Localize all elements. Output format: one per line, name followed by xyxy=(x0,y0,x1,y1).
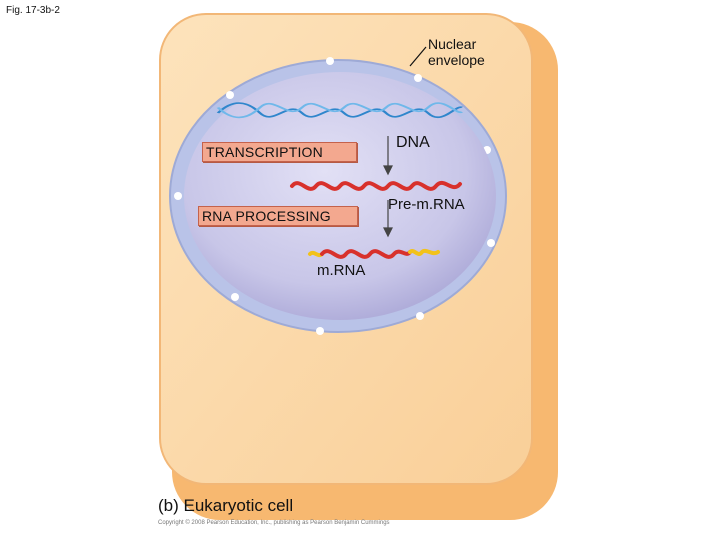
dna-helix xyxy=(216,102,464,119)
pre-mrna-strand xyxy=(290,180,462,191)
pointer-line xyxy=(409,46,427,67)
nuclear-envelope-label-line2: envelope xyxy=(428,52,485,68)
dna-label: DNA xyxy=(396,134,430,151)
nucleoplasm xyxy=(184,72,496,320)
nuclear-pores xyxy=(174,57,495,335)
nuclear-envelope-label: Nuclear envelope xyxy=(428,36,485,68)
pre-mrna-label: Pre-m.RNA xyxy=(388,196,465,213)
rna-processing-step: RNA PROCESSING xyxy=(198,206,358,226)
down-arrow xyxy=(383,200,393,238)
mrna-strand xyxy=(320,249,412,259)
mrna-label: m.RNA xyxy=(317,262,366,279)
down-arrow xyxy=(383,136,393,176)
figure-label: Fig. 17-3b-2 xyxy=(6,5,60,16)
nuclear-envelope-label-line1: Nuclear xyxy=(428,36,477,52)
mrna-tail xyxy=(408,248,440,256)
figure-caption: (b) Eukaryotic cell xyxy=(158,496,294,515)
copyright-notice: Copyright © 2008 Pearson Education, Inc.… xyxy=(158,520,390,526)
transcription-step: TRANSCRIPTION xyxy=(202,142,357,162)
